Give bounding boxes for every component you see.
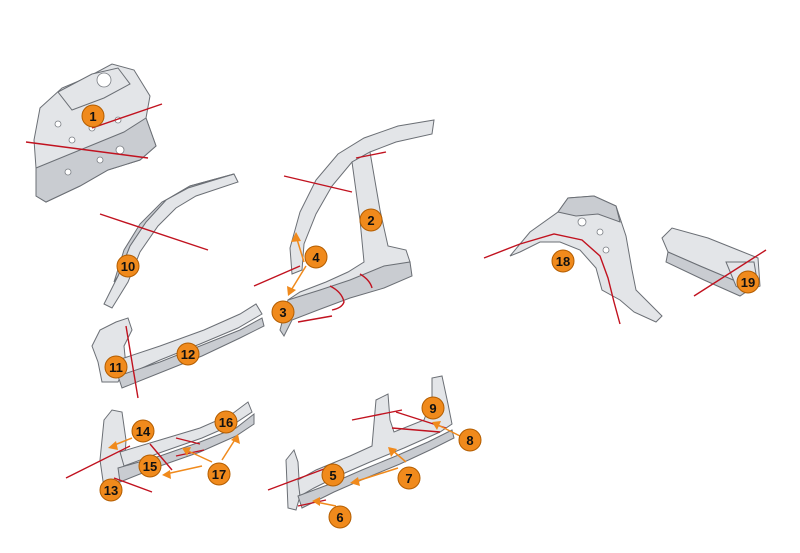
callout-badge-15: 15 <box>138 454 162 478</box>
svg-text:8: 8 <box>466 433 473 448</box>
svg-text:9: 9 <box>429 401 436 416</box>
svg-text:5: 5 <box>329 468 336 483</box>
a-pillar-sill-assembly-part <box>253 119 435 337</box>
callout-badge-16: 16 <box>214 410 238 434</box>
callout-badge-18: 18 <box>551 249 575 273</box>
callout-badge-4: 4 <box>304 245 328 269</box>
svg-text:1: 1 <box>89 109 96 124</box>
callout-badge-7: 7 <box>397 466 421 490</box>
callout-badge-2: 2 <box>359 208 383 232</box>
callout-badge-19: 19 <box>736 270 760 294</box>
callout-badge-9: 9 <box>421 396 445 420</box>
svg-text:2: 2 <box>367 213 374 228</box>
svg-text:17: 17 <box>212 467 226 482</box>
svg-text:11: 11 <box>109 360 123 375</box>
roof-rail-part <box>99 173 239 309</box>
svg-text:19: 19 <box>741 275 755 290</box>
callout-badge-1: 1 <box>81 104 105 128</box>
svg-text:16: 16 <box>219 415 233 430</box>
svg-text:4: 4 <box>312 250 320 265</box>
svg-text:14: 14 <box>136 424 151 439</box>
callout-badge-5: 5 <box>321 463 345 487</box>
svg-text:10: 10 <box>121 259 135 274</box>
callout-badge-11: 11 <box>104 355 128 379</box>
svg-text:15: 15 <box>143 459 157 474</box>
front-side-member-part <box>25 63 163 203</box>
callout-badge-6: 6 <box>328 505 352 529</box>
svg-text:3: 3 <box>279 305 286 320</box>
callout-badge-17: 17 <box>207 462 231 486</box>
callout-badge-8: 8 <box>458 428 482 452</box>
callout-badge-13: 13 <box>99 478 123 502</box>
callout-badge-12: 12 <box>176 342 200 366</box>
svg-text:12: 12 <box>181 347 195 362</box>
svg-text:13: 13 <box>104 483 118 498</box>
callout-badge-3: 3 <box>271 300 295 324</box>
svg-text:6: 6 <box>336 510 343 525</box>
callout-badge-10: 10 <box>116 254 140 278</box>
centre-pillar-sill-part <box>267 375 455 511</box>
svg-text:18: 18 <box>556 254 570 269</box>
rear-wheelhouse-part <box>483 195 663 325</box>
callout-badge-14: 14 <box>131 419 155 443</box>
leader-arrows <box>108 232 461 507</box>
svg-text:7: 7 <box>405 471 412 486</box>
